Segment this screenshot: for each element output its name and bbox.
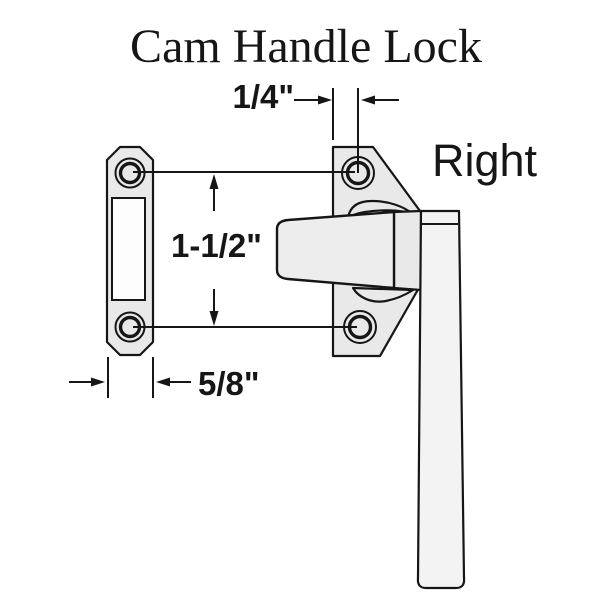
arrowhead-up-icon <box>209 174 219 189</box>
dimension-quarter-inch: 1/4" <box>232 78 399 173</box>
dim-label-quarter-inch: 1/4" <box>232 78 294 115</box>
arrowhead-right-icon <box>318 95 332 105</box>
diagram-title: Cam Handle Lock <box>130 20 482 73</box>
cam-wedge <box>275 210 396 290</box>
arrowhead-right-icon <box>91 377 105 387</box>
handle-lever <box>416 209 466 590</box>
keeper-slot <box>111 197 146 301</box>
keeper-plate <box>105 145 155 357</box>
dim-label-hole-spacing: 1-1/2" <box>171 227 262 264</box>
dimension-five-eighth-inch: 5/8" <box>69 357 260 402</box>
lock-body <box>275 145 466 590</box>
dim-label-plate-width: 5/8" <box>198 365 260 402</box>
dimension-one-and-half-inch: 1-1/2" <box>133 171 357 328</box>
cam-lobe-bottom <box>351 286 415 303</box>
cam-neck <box>392 209 423 292</box>
arrowhead-down-icon <box>209 311 219 326</box>
arrowhead-left-icon <box>361 95 375 105</box>
orientation-label: Right <box>432 135 538 186</box>
arrowhead-left-icon <box>156 377 170 387</box>
